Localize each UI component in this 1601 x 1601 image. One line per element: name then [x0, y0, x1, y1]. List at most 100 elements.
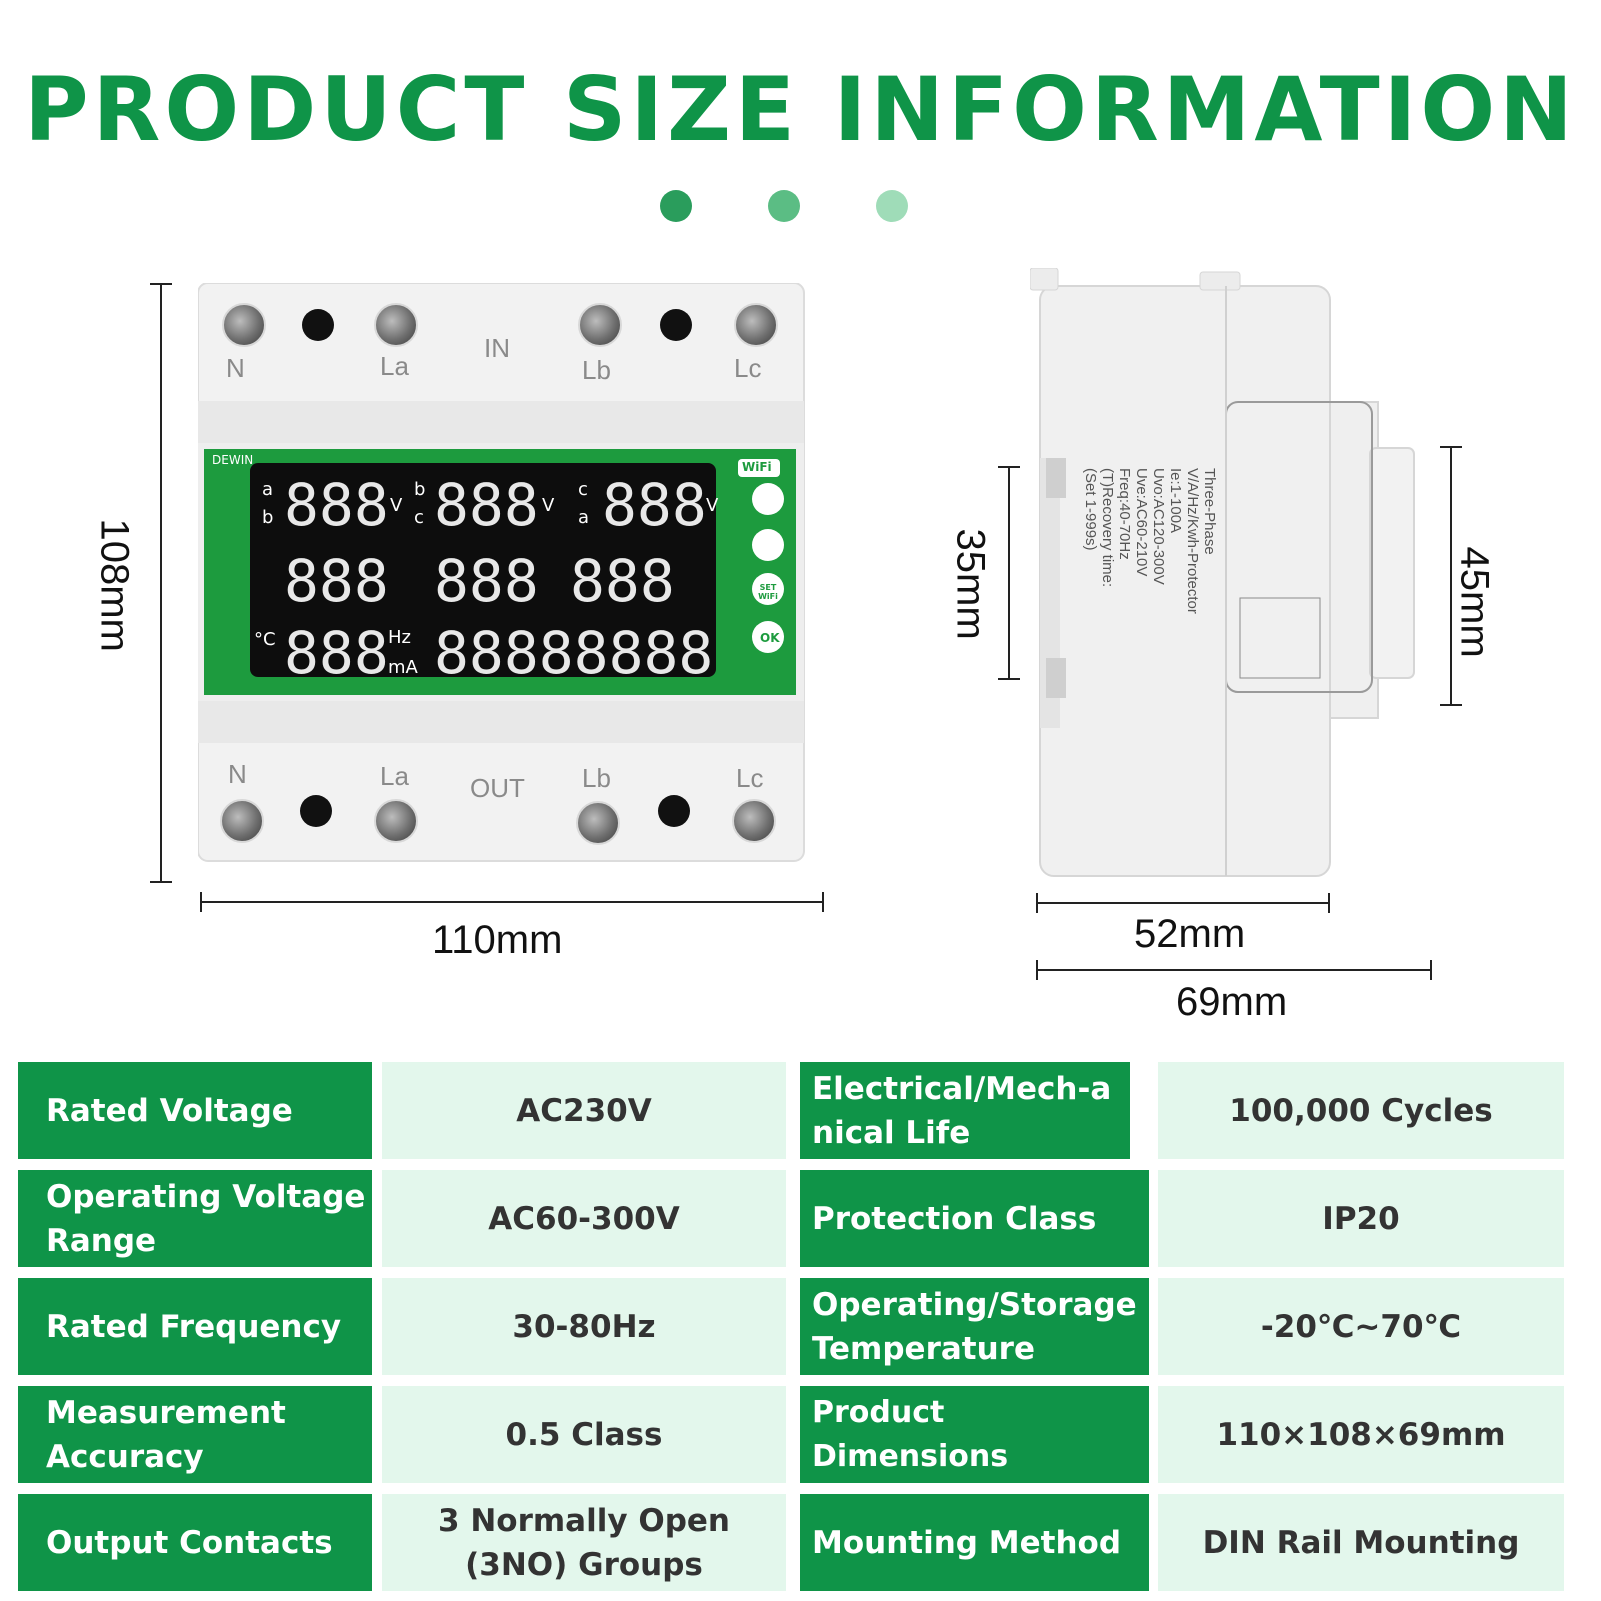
spec-label: Product Dimensions [800, 1386, 1149, 1483]
terminal-label-out: OUT [470, 773, 525, 803]
spec-value: 3 Normally Open (3NO) Groups [382, 1494, 786, 1591]
screw-icon [734, 303, 778, 347]
rail-height-label: 35mm [948, 528, 993, 640]
svg-text:Hz: Hz [388, 627, 411, 648]
terminal-label-lc-in: Lc [734, 353, 762, 383]
wifi-badge: WiFi [742, 460, 772, 474]
width-dimension-label: 110mm [432, 918, 563, 962]
decorative-dot-3 [876, 190, 908, 222]
depth-small-label: 52mm [1134, 912, 1246, 956]
hole-icon [660, 309, 692, 341]
set-wifi-label: SET WiFi [758, 583, 778, 601]
hole-icon [658, 795, 690, 827]
spec-value: 30-80Hz [382, 1278, 786, 1375]
svg-text:888: 888 [284, 471, 389, 539]
spec-value: 110×108×69mm [1158, 1386, 1564, 1483]
label-line: Freq:40-70Hz [1116, 468, 1133, 560]
spec-label: Operating/Storage Temperature [800, 1278, 1149, 1375]
body-height-tick-top [1440, 446, 1462, 448]
spec-label: Electrical/Mech-anical Life [800, 1062, 1130, 1159]
svg-text:°C: °C [254, 629, 276, 650]
spec-label: Measurement Accuracy [18, 1386, 372, 1483]
screw-icon [732, 799, 776, 843]
spec-value: DIN Rail Mounting [1158, 1494, 1564, 1591]
svg-text:888: 888 [570, 547, 675, 615]
depth-total-dimension-line [1036, 969, 1432, 971]
label-line: (T)Recovery time: [1099, 468, 1116, 588]
svg-text:88888888: 88888888 [434, 619, 713, 687]
label-line: V/A/Hz/Kwh-Protector [1184, 468, 1201, 614]
terminal-label-lb-in: Lb [582, 355, 611, 385]
terminal-label-n-in: N [226, 353, 245, 383]
rail-height-tick-bottom [998, 678, 1020, 680]
screw-icon [222, 303, 266, 347]
svg-text:c: c [578, 479, 588, 500]
svg-text:a: a [578, 507, 589, 528]
screw-icon [374, 303, 418, 347]
svg-text:b: b [414, 479, 425, 500]
svg-text:b: b [262, 507, 273, 528]
spec-label: Protection Class [800, 1170, 1149, 1267]
spec-value: -20℃~70℃ [1158, 1278, 1564, 1375]
table-row: Operating Voltage Range AC60-300V Protec… [18, 1170, 1596, 1267]
screw-icon [374, 799, 418, 843]
rail-height-dimension-line [1008, 466, 1010, 680]
spec-table: Rated Voltage AC230V Electrical/Mech-ani… [18, 1062, 1596, 1597]
height-dimension-tick-top [150, 283, 172, 285]
terminal-label-lc-out: Lc [736, 763, 764, 793]
spec-value: 0.5 Class [382, 1386, 786, 1483]
spec-value: IP20 [1158, 1170, 1564, 1267]
brand-label: DEWIN [212, 453, 254, 467]
svg-text:V: V [542, 495, 555, 516]
decorative-dot-2 [768, 190, 800, 222]
terminal-label-lb-out: Lb [582, 763, 611, 793]
svg-text:888: 888 [602, 471, 707, 539]
rail-height-tick-top [998, 466, 1020, 468]
label-line: Uvo:AC120-300V [1150, 468, 1167, 585]
depth-small-dimension-line [1036, 902, 1330, 904]
side-view-device: Three-Phase V/A/Hz/Kwh-Protector Ie:1-10… [1029, 267, 1430, 888]
depth-total-tick-right [1430, 960, 1432, 980]
svg-text:888: 888 [434, 547, 539, 615]
depth-total-tick-left [1036, 960, 1038, 980]
spec-label: Mounting Method [800, 1494, 1149, 1591]
spec-value: 100,000 Cycles [1158, 1062, 1564, 1159]
hole-icon [300, 795, 332, 827]
spec-value: AC230V [382, 1062, 786, 1159]
screw-icon [576, 801, 620, 845]
label-line: (Set 1-999s) [1082, 468, 1099, 551]
label-line: Uve:AC60-210V [1133, 468, 1150, 577]
svg-text:V: V [390, 495, 403, 516]
svg-text:mA: mA [388, 657, 419, 678]
terminal-label-la-out: La [380, 761, 409, 791]
svg-text:888: 888 [434, 471, 539, 539]
screw-icon [220, 799, 264, 843]
body-height-dimension-line [1450, 446, 1452, 706]
height-dimension-tick-bottom [150, 881, 172, 883]
label-line: Three-Phase [1201, 468, 1218, 555]
spec-value: AC60-300V [382, 1170, 786, 1267]
body-height-tick-bottom [1440, 704, 1462, 706]
width-dimension-tick-right [822, 892, 824, 912]
width-dimension-tick-left [200, 892, 202, 912]
height-dimension-label: 108mm [92, 518, 137, 652]
spec-label: Rated Voltage [18, 1062, 372, 1159]
svg-text:888: 888 [284, 547, 389, 615]
spec-label: Output Contacts [18, 1494, 372, 1591]
table-row: Measurement Accuracy 0.5 Class Product D… [18, 1386, 1596, 1483]
table-row: Rated Frequency 30-80Hz Operating/Storag… [18, 1278, 1596, 1375]
width-dimension-line [200, 901, 824, 903]
page-title: PRODUCT SIZE INFORMATION [24, 58, 1577, 161]
svg-text:888: 888 [284, 619, 389, 687]
depth-total-label: 69mm [1176, 980, 1288, 1024]
terminal-label-la-in: La [380, 351, 409, 381]
table-row: Output Contacts 3 Normally Open (3NO) Gr… [18, 1494, 1596, 1591]
terminal-label-n-out: N [228, 759, 247, 789]
depth-small-tick-right [1328, 893, 1330, 913]
side-view-body [1029, 267, 1415, 877]
depth-small-tick-left [1036, 893, 1038, 913]
svg-text:a: a [262, 479, 273, 500]
terminal-label-in: IN [484, 333, 510, 363]
